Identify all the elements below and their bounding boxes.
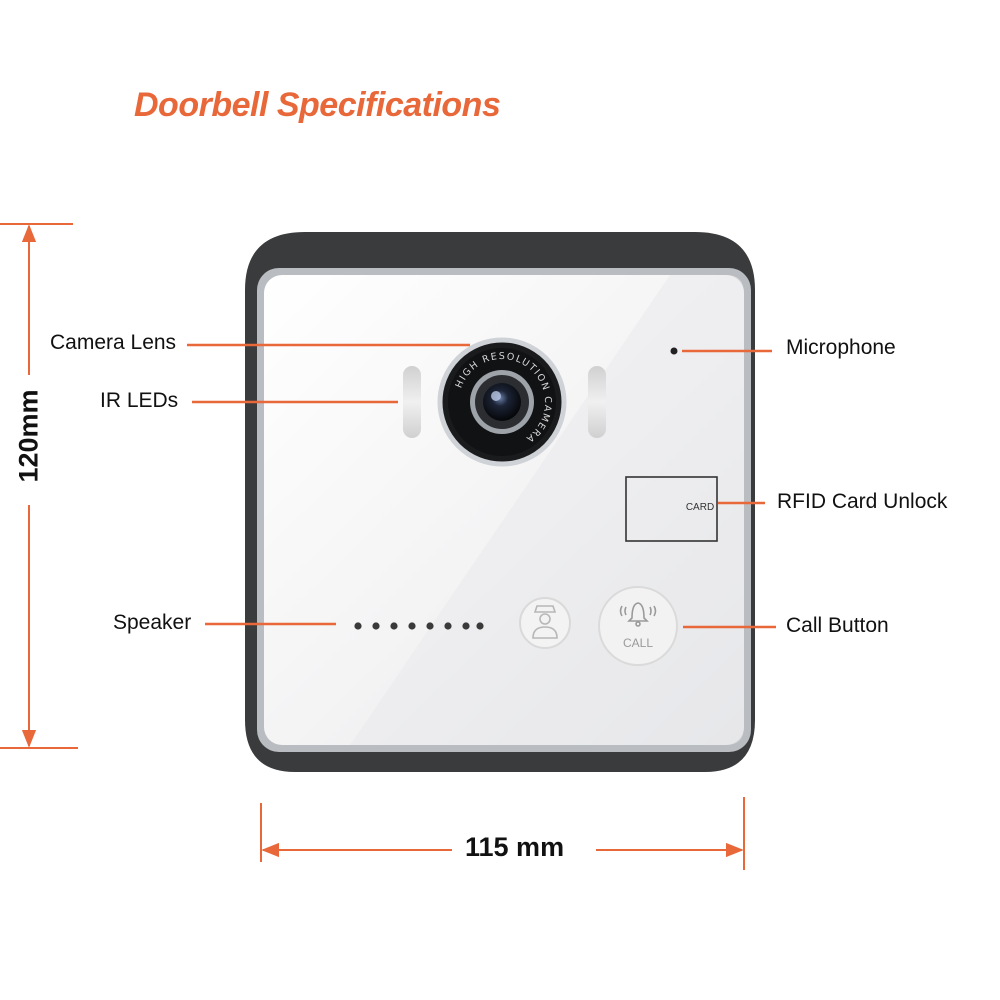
ir-led-right (588, 366, 606, 438)
ir-led-left (403, 366, 421, 438)
call-text: CALL (623, 636, 653, 650)
width-dimension: 115 mm (465, 832, 565, 862)
concierge-icon (532, 605, 558, 639)
microphone-hole (670, 347, 678, 355)
label-ir-leds: IR LEDs (100, 389, 179, 412)
label-microphone: Microphone (786, 336, 896, 359)
bell-icon (619, 602, 657, 627)
label-speaker: Speaker (113, 611, 192, 634)
rfid-card-area (625, 476, 718, 542)
card-text: CARD (686, 502, 714, 513)
camera-lens (483, 383, 521, 421)
label-camera-lens: Camera Lens (50, 331, 177, 354)
height-dimension: 120mm (13, 389, 44, 483)
page-title: Doorbell Specifications (134, 86, 501, 124)
label-call-button: Call Button (786, 614, 889, 637)
label-rfid: RFID Card Unlock (777, 490, 948, 513)
speaker-grille (354, 622, 484, 630)
